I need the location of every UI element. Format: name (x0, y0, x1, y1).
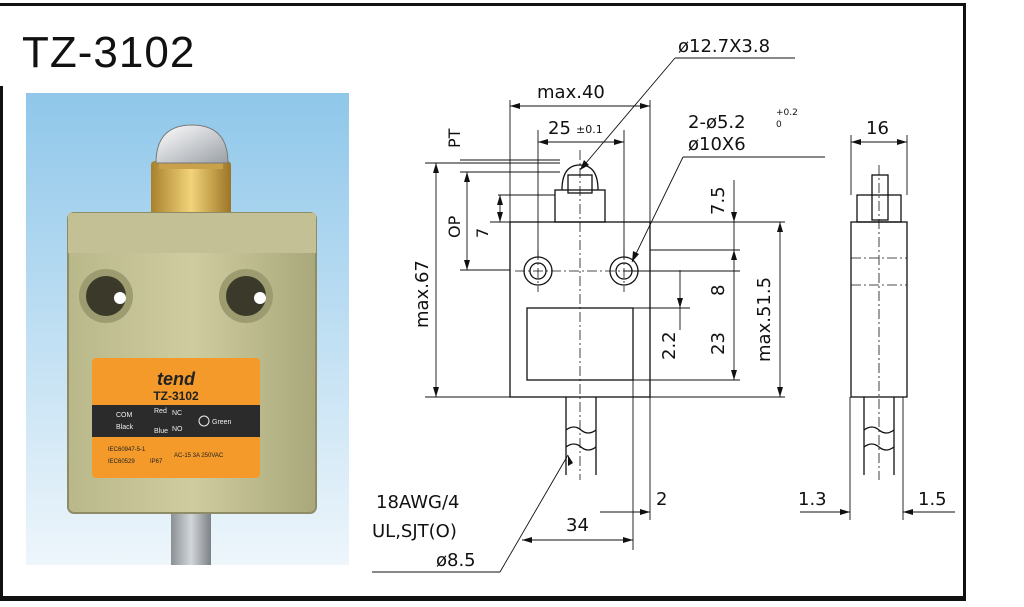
frame-top-border (0, 3, 966, 6)
label-std2: IEC60529 (108, 459, 135, 465)
dim-pitch: 25 (548, 118, 571, 139)
dim-pt: PT (445, 128, 464, 148)
dim-total-height: max.67 (412, 260, 433, 328)
label-ip: IP67 (150, 459, 163, 465)
dim-holes-tol-lower: 0 (776, 120, 782, 130)
label-nc: NC (172, 410, 182, 417)
cable-spec-line3: ø8.5 (436, 550, 476, 571)
dim-window-gap: 2.2 (659, 331, 680, 360)
label-rating: AC-15 3A 250VAC (174, 453, 224, 459)
label-black: Black (116, 424, 134, 431)
label-model: TZ-3102 (153, 389, 199, 403)
frame-bottom-border (0, 596, 966, 601)
label-blue: Blue (154, 428, 168, 435)
label-green: Green (212, 419, 232, 426)
cable-spec-line2: UL,SJT(O) (372, 521, 457, 542)
cable-spec-line1: 18AWG/4 (376, 492, 460, 513)
label-red: Red (154, 408, 167, 415)
dim-holes-tol-upper: +0.2 (776, 108, 798, 118)
label-no: NO (172, 426, 183, 433)
dim-op: OP (445, 215, 464, 238)
dim-roller: ø12.7X3.8 (678, 36, 770, 57)
frame-left-border (0, 86, 3, 601)
frame-right-border (963, 3, 966, 601)
dim-holes: 2-ø5.2 (688, 112, 746, 133)
technical-drawing: ø12.7X3.8 max.40 25 ±0.1 2-ø5.2 +0.2 0 ø… (360, 20, 960, 590)
dim-width-max: max.40 (537, 82, 605, 103)
dim-depth: 16 (866, 118, 889, 139)
ground-icon (198, 415, 210, 427)
dim-cable-offset: 34 (566, 515, 589, 536)
dim-counterbore: ø10X6 (688, 134, 746, 155)
dim-side-right: 1.5 (918, 489, 947, 510)
dim-pitch-tol: ±0.1 (576, 123, 603, 136)
product-photo: tend TZ-3102 COM Black Red Blue NC NO Gr… (26, 93, 349, 565)
label-std1: IEC60947-5-1 (108, 447, 146, 453)
dim-side-offset: 2 (656, 489, 667, 510)
dim-op-value: 7 (473, 228, 492, 238)
label-com: COM (116, 412, 133, 419)
dim-top-offset: 7.5 (708, 186, 729, 215)
label-brand: tend (157, 369, 196, 389)
dim-side-left: 1.3 (798, 489, 827, 510)
dim-hole-spacing: 8 (708, 285, 729, 296)
model-title: TZ-3102 (22, 28, 196, 77)
dim-body-height: max.51.5 (754, 277, 775, 362)
dim-window-height: 23 (708, 332, 729, 355)
